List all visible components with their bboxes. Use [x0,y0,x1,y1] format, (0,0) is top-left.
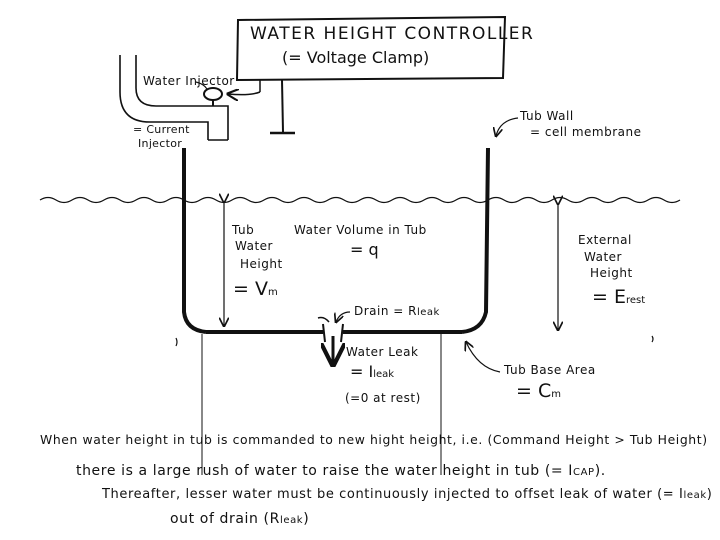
external-eq-sub: rest [625,295,646,306]
controller-output-line [281,79,284,133]
tub-height-eq-sub: m [267,287,278,298]
injector-label: Water Injector [143,74,235,88]
external-eq-text: = E [592,286,626,308]
leak-rest: (=0 at rest) [345,391,421,405]
drain-opening [322,323,344,343]
pen-mark-right [651,335,654,343]
tub-height-eq: = Vm [233,280,278,299]
base-eq: = Cm [516,382,561,401]
tub-height-line2: Water [235,239,273,253]
controller-to-injector-arrow [228,92,261,95]
note-line2-end: ). [594,463,606,479]
tub-height-line1: Tub [232,223,255,237]
note-line3-end: ) [706,487,713,502]
note-line4-text: out of drain (R [170,511,280,527]
controller-box [235,15,507,82]
tub-wall-eq: = cell membrane [530,125,642,139]
water-surface-line [39,196,681,204]
injector-pipe-outer [119,55,209,140]
drain-label: Drain = Rleak [354,305,440,318]
note-line2-sub: CAP [573,467,595,478]
leak-eq: = Ileak [350,364,394,380]
note-line3-sub: leak [683,490,707,501]
injector-valve-icon [203,87,223,101]
volume-eq: = q [350,240,379,259]
tub-height-eq-text: = V [233,278,268,300]
base-eq-text: = C [516,380,552,402]
tub-wall-left [182,148,207,334]
drain-label-text: Drain = R [354,304,417,318]
tub-wall-arrow [496,117,519,136]
note-line4-end: ) [303,511,310,527]
tub-height-line3: Height [240,257,283,271]
note-line1: When water height in tub is commanded to… [40,432,708,447]
base-area-arrow [466,342,501,373]
note-line4: out of drain (Rleak) [170,512,309,526]
leak-label: Water Leak [346,345,419,359]
leak-eq-text: = I [350,362,374,381]
external-line2: Water [584,250,622,264]
drain-label-arrow [336,311,351,322]
leak-eq-sub: leak [373,369,395,380]
injector-pipe-inner [135,55,229,140]
drain-connector [317,316,330,323]
base-label: Tub Base Area [504,363,596,377]
controller-title: WATER HEIGHT CONTROLLER [250,24,535,44]
injector-eq2: Injector [138,137,183,150]
tub-wall-right [461,147,490,334]
note-line2-text: there is a large rush of water to raise … [76,463,574,479]
pen-mark-left [175,337,178,347]
external-eq: = Erest [592,288,645,307]
base-eq-sub: m [551,389,561,400]
volume-label: Water Volume in Tub [294,223,427,237]
external-line1: External [578,233,632,247]
drain-label-sub: leak [417,307,440,318]
note-line3: Thereafter, lesser water must be continu… [102,488,712,501]
tub-wall-label: Tub Wall [520,109,574,123]
injector-eq: = Current [133,123,190,136]
controller-subtitle: (= Voltage Clamp) [282,48,430,67]
note-line4-sub: leak [279,515,304,526]
note-line3-text: Thereafter, lesser water must be continu… [102,487,684,502]
injector-label-arrow [195,81,208,90]
note-line2: there is a large rush of water to raise … [76,464,606,478]
external-line3: Height [590,266,633,280]
